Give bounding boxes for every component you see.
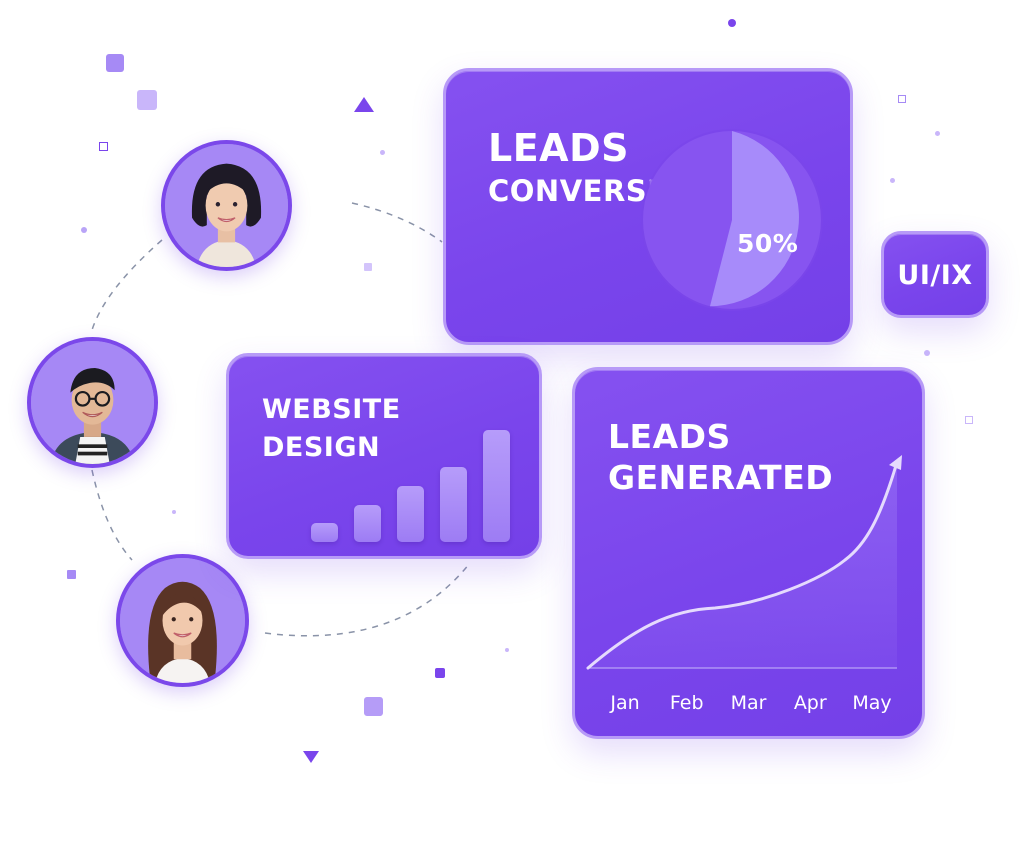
connector-arc-top	[351, 202, 443, 243]
dot-decoration	[172, 510, 176, 514]
connector-arc-bottom	[264, 562, 471, 637]
dot-decoration	[380, 150, 385, 155]
avatar-woman-short-hair	[161, 140, 292, 271]
x-tick-label: Jan	[609, 692, 639, 714]
bar-chart	[311, 422, 521, 542]
dot-decoration	[890, 178, 895, 183]
connector-arc-left	[91, 239, 163, 331]
bar-4	[440, 467, 467, 542]
avatar-woman-long-hair	[116, 554, 249, 687]
triangle-up-icon	[354, 97, 374, 112]
square-decoration	[965, 416, 973, 424]
pie-chart	[641, 129, 823, 311]
ui-badge: UI/IX	[881, 231, 989, 318]
square-decoration	[435, 668, 445, 678]
bar-2	[354, 505, 381, 542]
x-tick-label: Mar	[731, 692, 767, 714]
leads-generated-title-line1: LEADS	[608, 417, 731, 456]
square-decoration	[364, 697, 383, 716]
x-tick-label: May	[852, 692, 891, 714]
square-decoration	[898, 95, 906, 103]
website-design-card: WEBSITE DESIGN	[226, 353, 542, 559]
square-decoration	[99, 142, 108, 151]
dot-decoration	[505, 648, 509, 652]
square-decoration	[106, 54, 124, 72]
x-tick-label: Apr	[794, 692, 827, 714]
pie-slice-highlight	[709, 131, 799, 307]
square-decoration	[364, 263, 372, 271]
x-tick-label: Feb	[670, 692, 704, 714]
bar-1	[311, 523, 338, 542]
leads-generated-title-line2: GENERATED	[608, 458, 834, 497]
leads-conversion-title-line1: LEADS	[488, 126, 629, 170]
pie-percent-label: 50%	[737, 229, 799, 258]
line-chart: Jan Feb Mar Apr May	[586, 455, 902, 714]
dot-decoration	[728, 19, 736, 27]
leads-generated-card: LEADS GENERATED Jan Feb Mar Apr May	[572, 367, 925, 739]
bar-5	[483, 430, 510, 542]
website-design-title-line1: WEBSITE	[262, 394, 401, 425]
line-chart-area	[588, 462, 897, 668]
bar-3	[397, 486, 424, 542]
website-design-title-line2: DESIGN	[262, 432, 381, 463]
dot-decoration	[924, 350, 930, 356]
dot-decoration	[935, 131, 940, 136]
ui-badge-label: UI/IX	[897, 260, 973, 291]
dot-decoration	[81, 227, 87, 233]
square-decoration	[67, 570, 76, 579]
leads-conversion-card: LEADS CONVERSION 50%	[443, 68, 853, 345]
trend-line	[586, 460, 899, 670]
triangle-down-icon	[303, 751, 319, 763]
trend-arrowhead	[889, 455, 902, 470]
square-decoration	[137, 90, 157, 110]
connector-arc-left-lower	[91, 469, 133, 561]
avatar-man-glasses	[27, 337, 158, 468]
